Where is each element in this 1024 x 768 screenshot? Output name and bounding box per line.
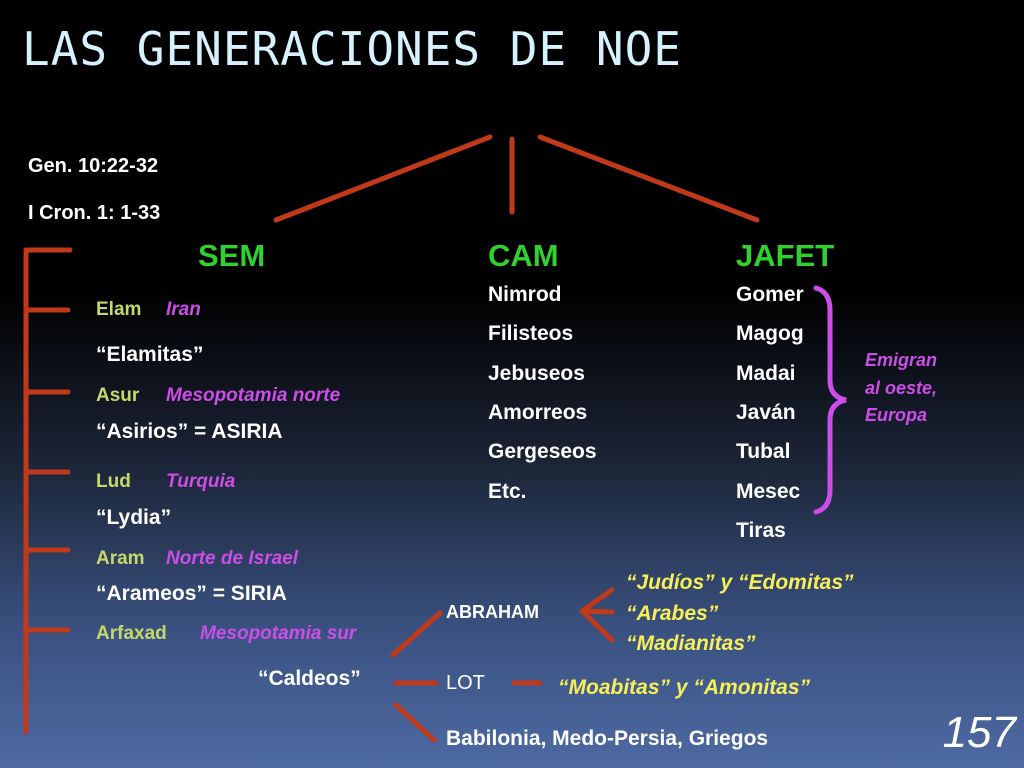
jafet-note-line: Emigran [865,350,938,370]
connector-caldeos-empires [393,702,437,743]
jafet-child: Mesec [736,480,801,503]
jafet-child: Tubal [736,440,791,463]
connector-caldeos-abraham [390,610,443,658]
connector-noah-jafet [537,134,760,223]
sem-child-name: Arfaxad [96,623,167,644]
abraham-label: ABRAHAM [446,602,539,622]
abraham-descendant: “Madianitas” [626,632,756,655]
abraham-descendant: “Arabes” [626,602,719,625]
cam-child: Filisteos [488,322,574,345]
sem-child-name: Lud [96,471,131,492]
empires-label: Babilonia, Medo-Persia, Griegos [446,727,769,750]
jafet-note-line: al oeste, [865,378,938,398]
sem-child-region: Mesopotamia norte [166,385,341,406]
sem-child-people: “Elamitas” [96,343,204,366]
sem-child-name: Elam [96,299,142,320]
jafet-child: Javán [736,401,796,424]
sem-child-region: Turquia [166,471,236,492]
branch-cam: CAM [488,238,559,273]
jafet-child: Tiras [736,519,786,542]
sem-child-name: Asur [96,385,140,406]
jafet-note-line: Europa [865,405,928,425]
lot-descendants: “Moabitas” y “Amonitas” [558,676,811,699]
sem-child-people: “Lydia” [96,506,172,529]
reference-genesis: Gen. 10:22-32 [28,155,159,177]
jafet-brace [813,285,847,515]
cam-child: Gergeseos [488,440,597,463]
cam-child: Amorreos [488,401,588,424]
abraham-descendant: “Judíos” y “Edomitas” [626,571,854,594]
branch-sem: SEM [198,238,266,273]
lot-label: LOT [446,672,485,694]
page-number: 157 [942,708,1016,757]
connector-abraham-arabes [579,608,615,615]
connector-abraham-judios [579,587,615,614]
sem-child-people: “Caldeos” [258,667,361,690]
reference-cronicas: I Cron. 1: 1-33 [28,202,161,224]
sem-child-people: “Asirios” = ASIRIA [96,420,283,443]
sem-child-region: Mesopotamia sur [200,623,357,644]
connector-noah-sem [273,134,493,223]
connector-abraham-madianitas [579,608,615,643]
jafet-child: Magog [736,322,804,345]
page-title: LAS GENERACIONES DE NOE [22,22,682,76]
cam-child: Nimrod [488,283,562,306]
sem-child-people: “Arameos” = SIRIA [96,582,287,605]
sem-child-name: Aram [96,548,145,569]
branch-jafet: JAFET [736,238,835,273]
jafet-child: Gomer [736,283,804,306]
jafet-child: Madai [736,362,796,385]
sem-child-region: Norte de Israel [166,548,298,569]
cam-child: Jebuseos [488,362,585,385]
sem-child-region: Iran [166,299,201,320]
cam-child: Etc. [488,480,527,503]
